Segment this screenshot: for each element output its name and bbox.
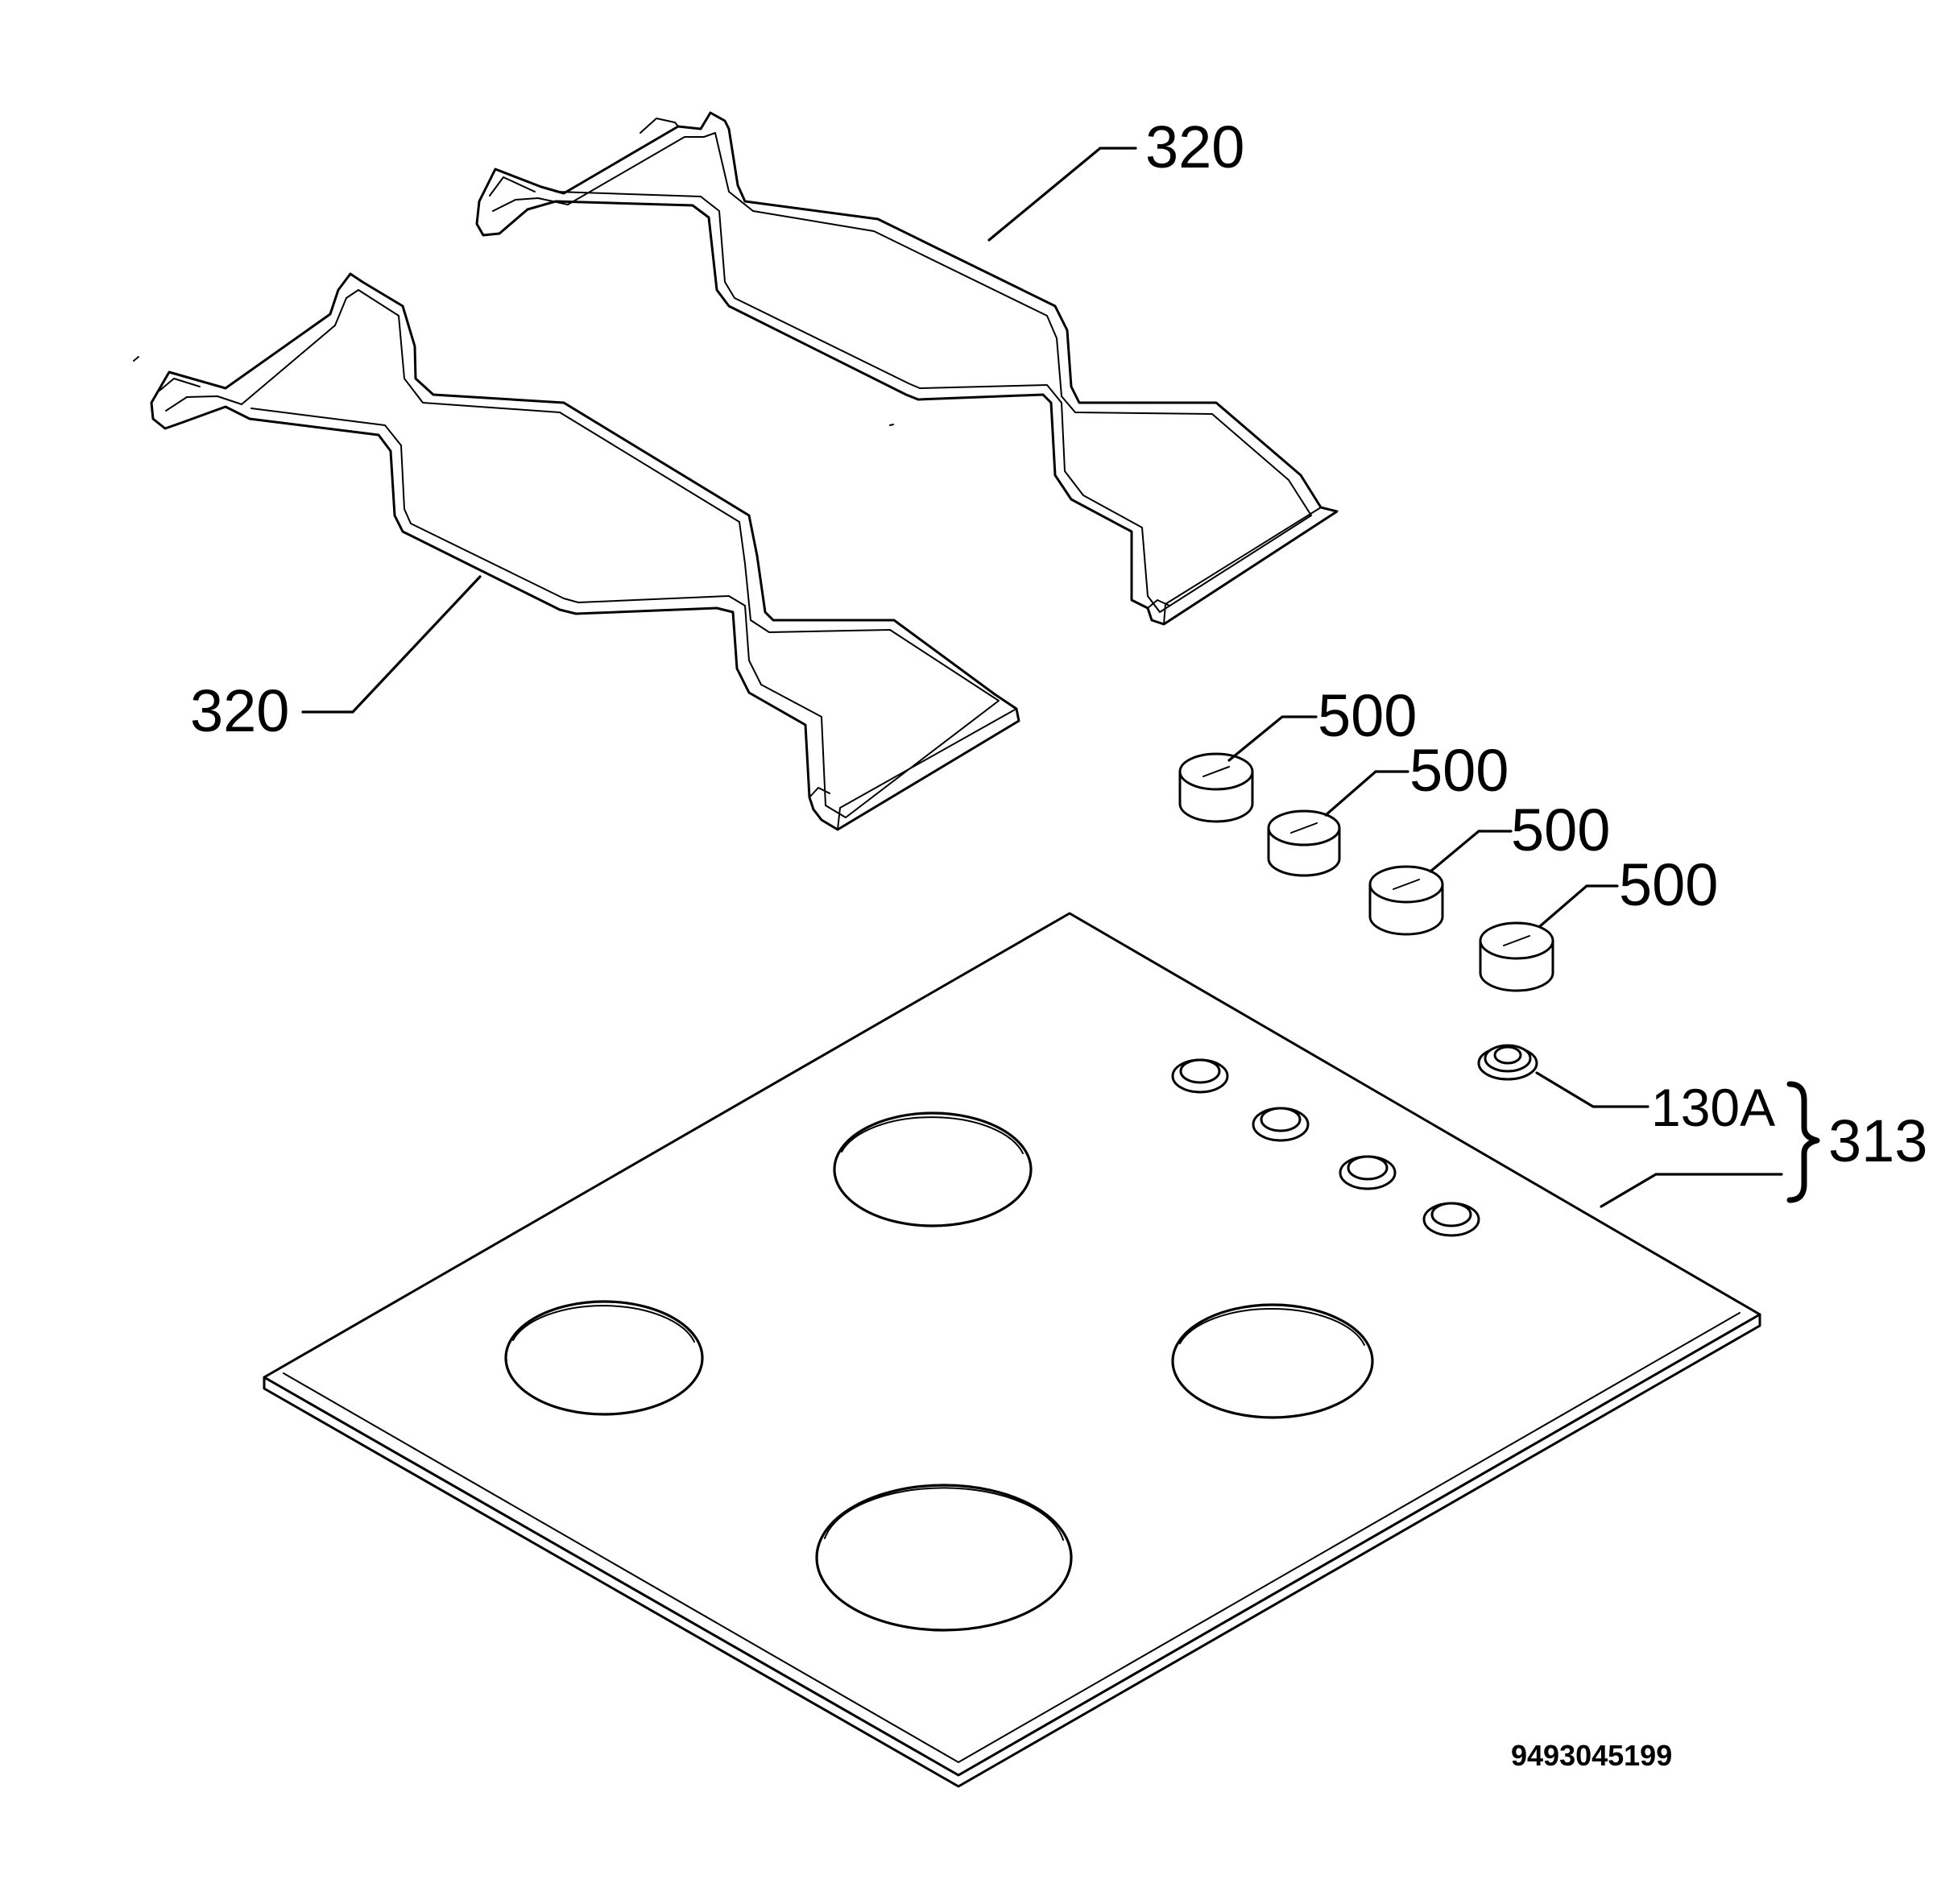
leader-lines <box>301 147 1783 1208</box>
spindle-boss-2 <box>1252 1107 1310 1142</box>
control-knob-4 <box>1479 921 1554 992</box>
burner-hole-front <box>815 1484 1073 1632</box>
knob-bezel <box>1477 1044 1538 1081</box>
label-knob-3: 500 <box>1511 797 1610 863</box>
burner-hole-left <box>504 1300 704 1416</box>
pan-support-left <box>133 272 1020 831</box>
assembly-brace <box>1786 1081 1820 1203</box>
control-knob-1 <box>1178 752 1254 823</box>
label-knob-2: 500 <box>1409 737 1509 804</box>
control-knob-2 <box>1267 809 1341 877</box>
spindle-boss-3 <box>1339 1155 1397 1190</box>
control-knob-3 <box>1368 865 1444 936</box>
burner-hole-rear <box>833 1111 1033 1227</box>
label-knob-4: 500 <box>1619 851 1718 918</box>
label-knob-bezel: 130A <box>1651 1078 1775 1137</box>
spindle-boss-1 <box>1171 1058 1229 1094</box>
label-hob-top-assembly: 313 <box>1828 1107 1927 1174</box>
pan-support-top <box>475 111 1339 626</box>
document-number: 9493045199 <box>1511 1739 1672 1772</box>
label-knob-1: 500 <box>1318 682 1417 749</box>
spindle-boss-4 <box>1422 1202 1480 1237</box>
burner-hole-right <box>1171 1303 1374 1419</box>
label-pan-support-left: 320 <box>190 677 289 744</box>
hob-top-plate <box>263 912 1761 1788</box>
label-pan-support-top: 320 <box>1145 114 1244 180</box>
